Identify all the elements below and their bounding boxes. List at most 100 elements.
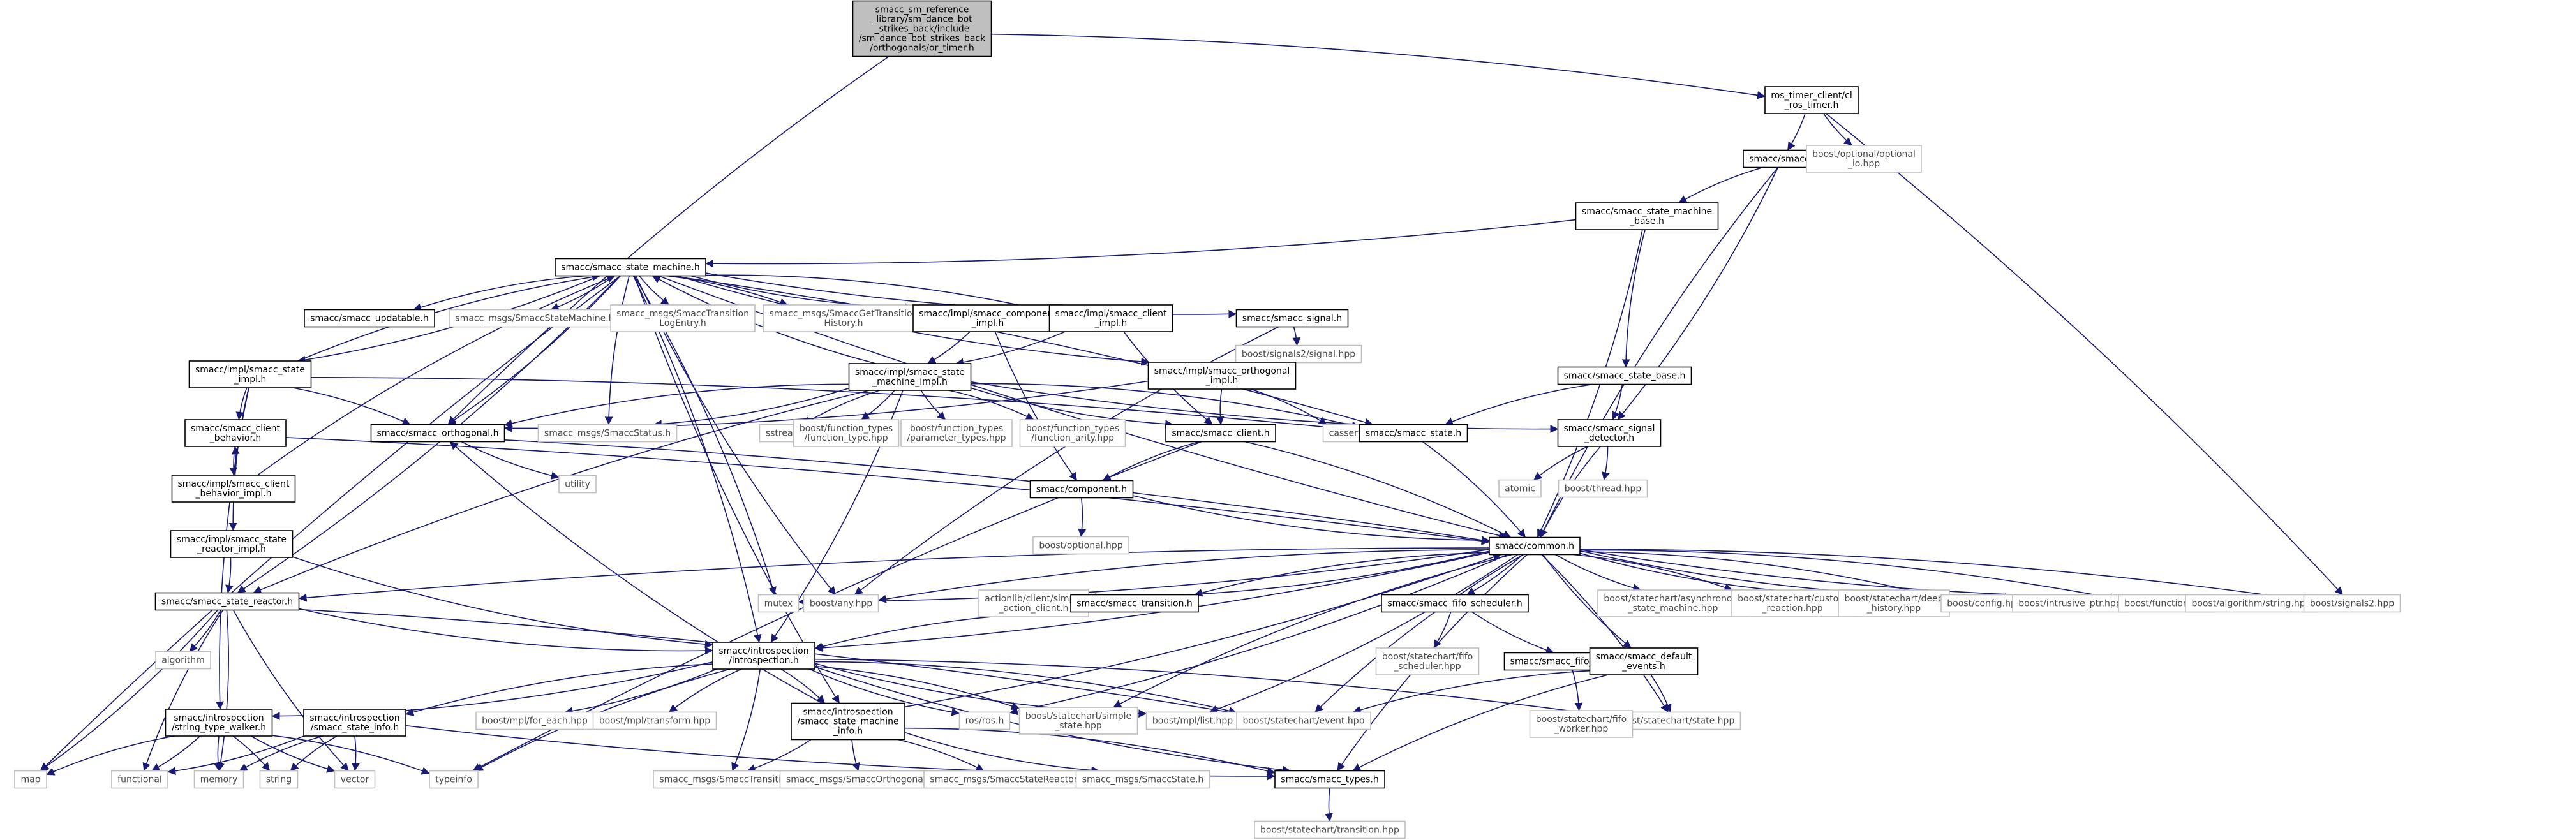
node-box-signal[interactable] xyxy=(1235,309,1349,328)
node-box-component[interactable] xyxy=(1029,480,1134,499)
node-box-fifo[interactable] xyxy=(1381,594,1529,613)
node-ssm[interactable]: smacc/smacc_state_machine.h xyxy=(555,258,706,277)
node-boptio[interactable]: boost/optional/optional_io.hpp xyxy=(1806,145,1922,173)
node-box-bscdeep[interactable] xyxy=(1838,589,1950,617)
node-clbeh[interactable]: smacc/smacc_client_behavior.h xyxy=(184,419,287,447)
node-box-sinfo[interactable] xyxy=(303,709,406,737)
node-component[interactable]: smacc/component.h xyxy=(1029,480,1134,499)
node-signal[interactable]: smacc/smacc_signal.h xyxy=(1235,309,1349,328)
node-box-msgstate[interactable] xyxy=(1075,770,1210,789)
node-compimpl[interactable]: smacc/impl/smacc_component_impl.h xyxy=(912,304,1063,332)
node-bthread[interactable]: boost/thread.hpp xyxy=(1558,479,1648,498)
node-client[interactable]: smacc/smacc_client.h xyxy=(1165,424,1276,443)
node-box-clbehimpl[interactable] xyxy=(171,475,296,503)
node-box-bmpllist[interactable] xyxy=(1145,711,1240,730)
node-box-rostimer[interactable] xyxy=(1764,86,1859,114)
node-bmpllist[interactable]: boost/mpl/list.hpp xyxy=(1145,711,1240,730)
node-box-string[interactable] xyxy=(259,770,299,789)
node-bsignals2[interactable]: boost/signals2.hpp xyxy=(2303,594,2401,613)
node-box-types[interactable] xyxy=(1274,770,1385,789)
node-bscsimple[interactable]: boost/statechart/simple_state.hpp xyxy=(1018,707,1138,735)
node-box-msgssm[interactable] xyxy=(449,309,621,328)
node-msgstate[interactable]: smacc_msgs/SmaccState.h xyxy=(1075,770,1210,789)
node-box-atomic[interactable] xyxy=(1498,479,1542,498)
node-srimpl[interactable]: smacc/impl/smacc_state_reactor_impl.h xyxy=(170,530,294,558)
node-climpl[interactable]: smacc/impl/smacc_client_impl.h xyxy=(1048,304,1173,332)
node-box-smbase[interactable] xyxy=(1575,202,1719,230)
node-box-bfft[interactable] xyxy=(793,419,900,447)
node-box-functional[interactable] xyxy=(111,770,168,789)
node-bscevent[interactable]: boost/statechart/event.hpp xyxy=(1236,711,1371,730)
node-balgo[interactable]: boost/algorithm/string.hpp xyxy=(2185,594,2318,613)
node-vector[interactable]: vector xyxy=(334,770,376,789)
node-msgsr[interactable]: smacc_msgs/SmaccStateReactor.h xyxy=(923,770,1092,789)
node-bsignals2sig[interactable]: boost/signals2/signal.hpp xyxy=(1235,344,1362,364)
node-box-bfpt[interactable] xyxy=(900,419,1013,447)
node-box-bscasync[interactable] xyxy=(1597,589,1749,617)
node-bsccustom[interactable]: boost/statechart/custom_reaction.hpp xyxy=(1731,589,1854,617)
node-box-bffa[interactable] xyxy=(1019,419,1126,447)
node-box-bscfifo[interactable] xyxy=(1375,647,1480,675)
node-box-intro[interactable] xyxy=(712,642,815,670)
node-msgssm[interactable]: smacc_msgs/SmaccStateMachine.h xyxy=(449,309,621,328)
node-box-bscevent[interactable] xyxy=(1236,711,1371,730)
node-intro[interactable]: smacc/introspection/introspection.h xyxy=(712,642,815,670)
node-rostimer[interactable]: ros_timer_client/cl_ros_timer.h xyxy=(1764,86,1859,114)
node-map[interactable]: map xyxy=(14,770,47,789)
node-box-climpl[interactable] xyxy=(1048,304,1173,332)
node-box-srimpl[interactable] xyxy=(170,530,294,558)
node-box-common[interactable] xyxy=(1489,536,1581,556)
node-root[interactable]: smacc_sm_reference_library/sm_dance_bot_… xyxy=(852,0,992,57)
node-rosh[interactable]: ros/ros.h xyxy=(958,711,1011,730)
node-box-upd[interactable] xyxy=(304,309,435,328)
node-bintr[interactable]: boost/intrusive_ptr.hpp xyxy=(2012,594,2128,613)
node-smimpl[interactable]: smacc/impl/smacc_state_machine_impl.h xyxy=(848,363,972,391)
node-orth[interactable]: smacc/smacc_orthogonal.h xyxy=(370,424,505,443)
node-box-bmpltr[interactable] xyxy=(592,711,717,730)
node-typeinfo[interactable]: typeinfo xyxy=(429,770,479,789)
node-bmpltr[interactable]: boost/mpl/transform.hpp xyxy=(592,711,717,730)
node-box-stimpl[interactable] xyxy=(188,360,312,388)
node-box-defev[interactable] xyxy=(1589,647,1699,675)
node-common[interactable]: smacc/common.h xyxy=(1489,536,1581,556)
node-box-bany[interactable] xyxy=(803,594,879,613)
node-box-root[interactable] xyxy=(852,0,992,57)
node-box-sigdet[interactable] xyxy=(1557,419,1662,447)
node-atomic[interactable]: atomic xyxy=(1498,479,1542,498)
node-sigdet[interactable]: smacc/smacc_signal_detector.h xyxy=(1557,419,1662,447)
node-box-bsctrans[interactable] xyxy=(1254,820,1406,839)
node-box-bscsimple[interactable] xyxy=(1018,707,1138,735)
node-box-trans[interactable] xyxy=(1070,594,1199,613)
node-trans[interactable]: smacc/smacc_transition.h xyxy=(1070,594,1199,613)
node-algorithm[interactable]: algorithm xyxy=(155,651,211,670)
node-box-orth[interactable] xyxy=(370,424,505,443)
node-utility[interactable]: utility xyxy=(558,475,597,494)
node-box-client[interactable] xyxy=(1165,424,1276,443)
node-bsctrans[interactable]: boost/statechart/transition.hpp xyxy=(1254,820,1406,839)
node-orthimpl[interactable]: smacc/impl/smacc_orthogonal_impl.h xyxy=(1147,362,1297,390)
node-stw[interactable]: smacc/introspection/string_type_walker.h xyxy=(165,709,273,737)
node-box-bthread[interactable] xyxy=(1558,479,1648,498)
node-bscasync[interactable]: boost/statechart/asynchronous_state_mach… xyxy=(1597,589,1749,617)
node-box-bintr[interactable] xyxy=(2012,594,2128,613)
node-box-ssm[interactable] xyxy=(555,258,706,277)
node-box-bscfifow[interactable] xyxy=(1529,710,1634,738)
node-box-vector[interactable] xyxy=(334,770,376,789)
node-bscdeep[interactable]: boost/statechart/deep_history.hpp xyxy=(1838,589,1950,617)
node-smminfo[interactable]: smacc/introspection/smacc_state_machine_… xyxy=(791,702,905,741)
node-statebase[interactable]: smacc/smacc_state_base.h xyxy=(1557,366,1692,385)
node-box-clbeh[interactable] xyxy=(184,419,287,447)
node-functional[interactable]: functional xyxy=(111,770,168,789)
node-box-msgsr[interactable] xyxy=(923,770,1092,789)
node-box-smimpl[interactable] xyxy=(848,363,972,391)
node-box-rosh[interactable] xyxy=(958,711,1011,730)
node-fifo[interactable]: smacc/smacc_fifo_scheduler.h xyxy=(1381,594,1529,613)
node-sinfo[interactable]: smacc/introspection/smacc_state_info.h xyxy=(303,709,406,737)
node-box-bmplfe[interactable] xyxy=(475,711,594,730)
node-reactor[interactable]: smacc/smacc_state_reactor.h xyxy=(154,592,300,611)
node-box-boptio[interactable] xyxy=(1806,145,1922,173)
node-box-msgstatus[interactable] xyxy=(537,424,678,443)
node-box-utility[interactable] xyxy=(558,475,597,494)
node-box-mutex[interactable] xyxy=(757,594,800,613)
